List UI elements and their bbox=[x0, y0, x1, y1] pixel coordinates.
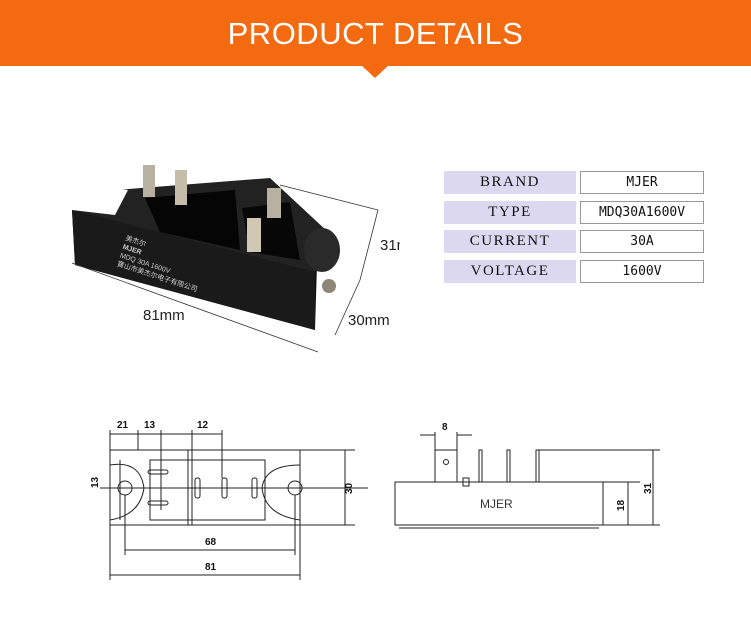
spec-value: MDQ30A1600V bbox=[580, 200, 704, 224]
dim-21: 21 bbox=[117, 420, 129, 431]
dim-8: 8 bbox=[442, 422, 448, 433]
dim-31: 31 bbox=[643, 482, 654, 494]
product-photo: 美杰尔 MJER MDQ 30A 1600V 寶山市美杰尔电子有限公司 31mm… bbox=[71, 165, 400, 353]
dim-height-label: 31mm bbox=[380, 237, 400, 254]
dim-width-label: 30mm bbox=[348, 312, 390, 329]
dim-18: 18 bbox=[616, 499, 627, 511]
spec-label: CURRENT bbox=[444, 230, 576, 253]
dim-13-side: 13 bbox=[90, 476, 101, 488]
dim-30: 30 bbox=[344, 482, 355, 494]
dim-68: 68 bbox=[205, 537, 217, 548]
dim-length-label: 81mm bbox=[143, 307, 185, 324]
header-banner: PRODUCT DETAILS bbox=[0, 0, 751, 66]
dim-13: 13 bbox=[144, 420, 156, 431]
spec-value: MJER bbox=[580, 171, 704, 194]
spec-value: 1600V bbox=[580, 259, 704, 283]
header-notch bbox=[361, 65, 389, 78]
page-title: PRODUCT DETAILS bbox=[227, 16, 524, 51]
dim-81: 81 bbox=[205, 562, 217, 573]
side-view-drawing: 8 MJER 18 31 bbox=[394, 422, 660, 529]
spec-label: TYPE bbox=[444, 200, 576, 224]
spec-label: BRAND bbox=[444, 171, 576, 194]
dim-12: 12 bbox=[197, 420, 209, 431]
top-view-drawing: 21 13 12 13 30 68 81 bbox=[90, 420, 368, 580]
spec-value: 30A bbox=[580, 230, 704, 253]
side-mjer-label: MJER bbox=[480, 497, 513, 511]
spec-label: VOLTAGE bbox=[444, 259, 576, 283]
